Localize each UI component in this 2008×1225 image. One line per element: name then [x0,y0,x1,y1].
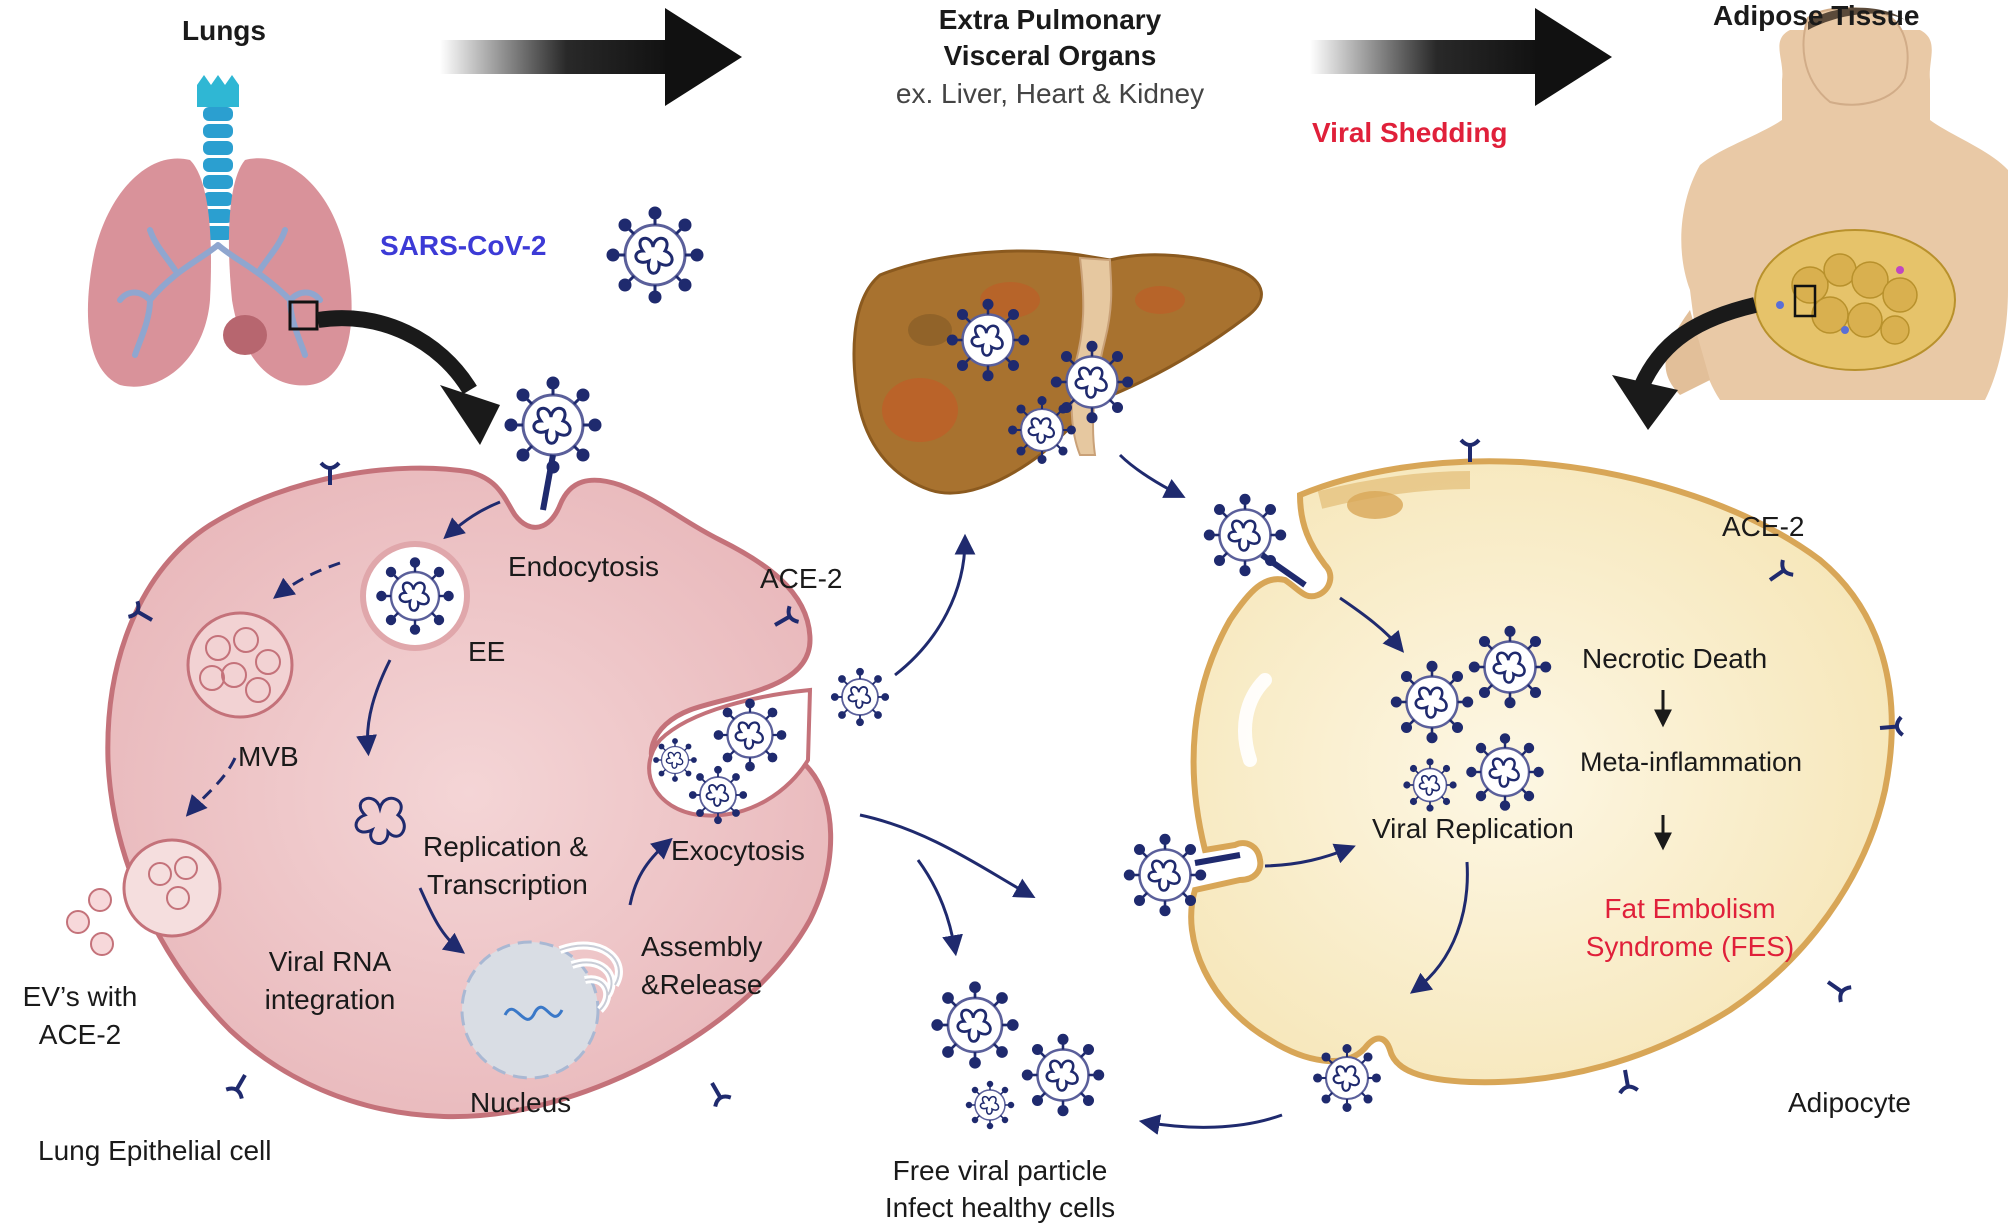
extra-pulmonary-title-line1: Extra Pulmonary [938,4,1162,35]
replicating-virus-icon [1403,758,1457,812]
free-virus-icon [965,1080,1015,1130]
adipose-tissue-title: Adipose Tissue [1713,0,1920,31]
free-virus-icon [1021,1033,1105,1117]
nucleus-label: Nucleus [470,1087,572,1118]
entering-virus-icon [1123,833,1207,917]
exocytosis-label: Exocytosis [671,835,805,866]
viral-rna-label-line1: Viral RNA [268,946,392,977]
free-viral-label-line1: Free viral particle [892,1155,1108,1186]
necrotic-death-label: Necrotic Death [1582,643,1768,674]
extra-pulmonary-example: ex. Liver, Heart & Kidney [895,78,1205,109]
flow-arrow-organs-to-adipose [1310,8,1612,106]
free-virus-icon [931,981,1019,1069]
assembly-label-line1: Assembly [641,931,763,962]
liver-illustration [852,249,1263,495]
evs-label-line2: ACE-2 [38,1019,122,1050]
viral-shedding-label: Viral Shedding [1312,117,1508,148]
lungs-illustration [87,75,500,445]
released-virus-icon [830,667,890,727]
replication-label-line1: Replication & [423,831,588,862]
lung-epithelial-cell [105,465,834,1120]
replication-label-line2: Transcription [427,869,588,900]
ee-label: EE [468,636,506,667]
nucleus [460,940,623,1080]
viral-rna-label-line2: integration [264,984,396,1015]
ace2-adipocyte-label: ACE-2 [1722,511,1805,542]
exosome-release-vesicle [66,838,222,956]
free-viral-label-line2: Infect healthy cells [884,1192,1116,1223]
adipocyte-label: Adipocyte [1788,1087,1911,1118]
sars-cov-2-virus-icon [606,206,704,304]
meta-inflammation-label: Meta-inflammation [1580,747,1803,777]
ace2-receptor-icon [702,1076,733,1109]
viral-replication-label: Viral Replication [1372,813,1574,844]
viral-rna-icon [354,796,406,845]
ace2-receptor-icon [224,1068,255,1101]
lungs-title: Lungs [182,15,266,46]
mvb-label: MVB [238,741,299,772]
replicating-virus-icon [1390,660,1474,744]
assembly-label-line2: &Release [641,969,763,1000]
fes-label-line1: Fat Embolism [1604,893,1776,924]
sars-cov-2-label: SARS-CoV-2 [380,230,547,261]
liver-to-adipocyte-arrow [1118,453,1186,498]
endosome-virus-icon [376,557,454,635]
exocytosis-virus-icon [688,765,748,825]
flow-arrow-lungs-to-organs [440,8,742,106]
liver-virus-icon [1008,396,1076,464]
ace2-lung-label: ACE-2 [760,563,843,594]
fes-label-line2: Syndrome (FES) [1585,931,1795,962]
replicating-virus-icon [1468,625,1552,709]
exocytosis-virus-icon [713,698,787,772]
evs-label-line1: EV’s with [22,981,138,1012]
replicating-virus-icon [1466,733,1544,811]
lung-epithelial-cell-label: Lung Epithelial cell [38,1135,272,1166]
mvb-vesicle [186,611,294,719]
exiting-virus-icon [1313,1044,1381,1112]
endocytosis-label: Endocytosis [508,551,659,582]
exocytosis-virus-icon [653,738,697,782]
ace2-receptor-icon [1820,972,1854,1004]
ace2-receptor-icon [1614,1066,1640,1096]
extra-pulmonary-title-line2: Visceral Organs [943,40,1157,71]
liver-virus-icon [946,298,1030,382]
adipose-body-illustration [1612,7,2008,430]
lung-cell-arrows [185,500,1036,957]
adipocyte-arrows [1138,596,1469,1135]
